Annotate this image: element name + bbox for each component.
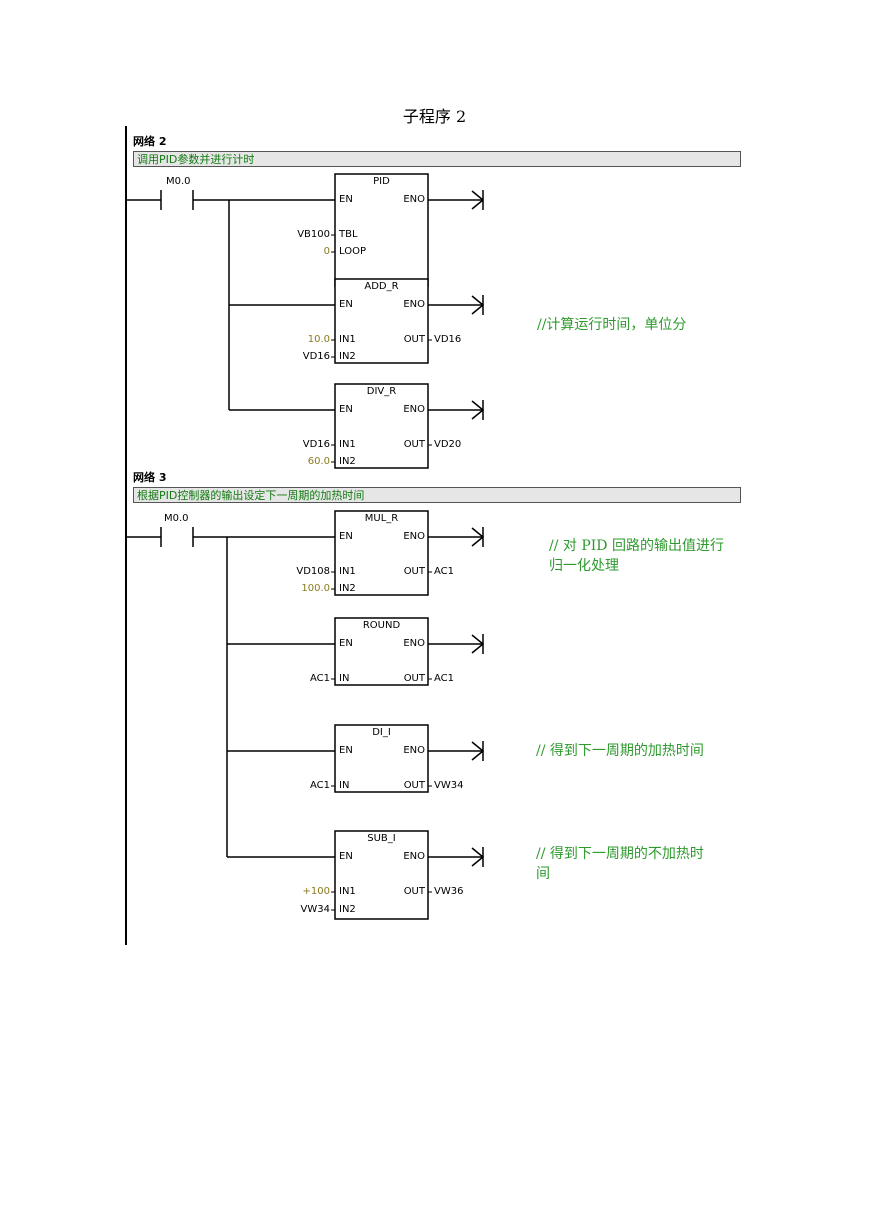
input-value-div-r-in2: 60.0 — [307, 456, 330, 467]
output-value-div-r: VD20 — [434, 439, 462, 450]
eno-pin-div-r: ENO — [403, 404, 425, 415]
output-value-round: AC1 — [434, 673, 455, 684]
network-comment-text-3: 根据PID控制器的输出设定下一周期的加热时间 — [137, 489, 365, 502]
eno-arrow-icon-sub-i — [471, 847, 485, 867]
block-name-add-r: ADD_R — [364, 281, 399, 292]
input-value-mul-r-in1: VD108 — [296, 566, 330, 577]
output-pin-mul-r: OUT — [403, 566, 425, 577]
input-value-di-i-in: AC1 — [309, 780, 330, 791]
network-comment-2[interactable]: 调用PID参数并进行计时 — [133, 151, 741, 167]
input-value-sub-i-in2: VW34 — [300, 904, 330, 915]
network-comment-text-2: 调用PID参数并进行计时 — [137, 153, 255, 166]
block-name-mul-r: MUL_R — [364, 513, 399, 524]
network-comment-3[interactable]: 根据PID控制器的输出设定下一周期的加热时间 — [133, 487, 741, 503]
en-pin-div-r: EN — [339, 404, 353, 415]
input-value-add-r-in2: VD16 — [302, 351, 330, 362]
input-value-sub-i-in1: +100 — [302, 886, 330, 897]
output-value-mul-r: AC1 — [434, 566, 455, 577]
output-value-add-r: VD16 — [434, 334, 462, 345]
input-pin-mul-r-in1: IN1 — [339, 566, 356, 577]
block-div-r[interactable] — [334, 383, 429, 469]
eno-arrow-icon-add-r — [471, 295, 485, 315]
note-add-r: //计算运行时间，单位分 — [537, 317, 687, 333]
note-mul-r: // 对 PID 回路的输出值进行归一化处理 — [549, 538, 724, 574]
note-di-i: // 得到下一周期的加热时间 — [536, 743, 704, 759]
block-name-sub-i: SUB_I — [367, 833, 396, 844]
note-sub-i: // 得到下一周期的不加热时间 — [536, 846, 704, 882]
eno-arrow-icon-round — [471, 634, 485, 654]
en-pin-round: EN — [339, 638, 353, 649]
eno-arrow-icon-pid — [471, 190, 485, 210]
block-round[interactable] — [334, 617, 429, 686]
eno-arrow-icon-mul-r — [471, 527, 485, 547]
input-pin-di-i-in: IN — [339, 780, 350, 791]
block-sub-i[interactable] — [334, 830, 429, 920]
input-value-div-r-in1: VD16 — [302, 439, 330, 450]
eno-pin-pid: ENO — [403, 194, 425, 205]
input-pin-add-r-in1: IN1 — [339, 334, 356, 345]
eno-pin-round: ENO — [403, 638, 425, 649]
input-value-pid-tbl: VB100 — [297, 229, 330, 240]
input-value-add-r-in1: 10.0 — [307, 334, 330, 345]
eno-arrow-icon-div-r — [471, 400, 485, 420]
output-pin-add-r: OUT — [403, 334, 425, 345]
page-title: 子程序 2 — [402, 107, 467, 126]
contact-address-n3: M0.0 — [164, 513, 189, 524]
eno-pin-mul-r: ENO — [403, 531, 425, 542]
eno-pin-sub-i: ENO — [403, 851, 425, 862]
block-name-div-r: DIV_R — [366, 386, 397, 397]
en-pin-add-r: EN — [339, 299, 353, 310]
block-name-di-i: DI_I — [372, 727, 391, 738]
input-pin-sub-i-in1: IN1 — [339, 886, 356, 897]
output-pin-round: OUT — [403, 673, 425, 684]
input-pin-add-r-in2: IN2 — [339, 351, 356, 362]
contact-address-n2: M0.0 — [166, 176, 191, 187]
input-pin-round-in: IN — [339, 673, 350, 684]
output-pin-sub-i: OUT — [403, 886, 425, 897]
block-name-round: ROUND — [362, 620, 401, 631]
network-label-3: 网络 3 — [133, 471, 167, 484]
input-pin-div-r-in1: IN1 — [339, 439, 356, 450]
input-pin-mul-r-in2: IN2 — [339, 583, 356, 594]
eno-arrow-icon-di-i — [471, 741, 485, 761]
en-pin-mul-r: EN — [339, 531, 353, 542]
input-pin-pid-tbl: TBL — [339, 229, 358, 240]
block-name-pid: PID — [373, 176, 390, 187]
output-value-di-i: VW34 — [434, 780, 464, 791]
input-value-round-in: AC1 — [309, 673, 330, 684]
output-pin-div-r: OUT — [403, 439, 425, 450]
output-pin-di-i: OUT — [403, 780, 425, 791]
network-label-2: 网络 2 — [133, 135, 167, 148]
en-pin-sub-i: EN — [339, 851, 353, 862]
block-mul-r[interactable] — [334, 510, 429, 596]
block-add-r[interactable] — [334, 278, 429, 364]
input-pin-pid-loop: LOOP — [339, 246, 366, 257]
en-pin-pid: EN — [339, 194, 353, 205]
input-value-mul-r-in2: 100.0 — [301, 583, 330, 594]
output-value-sub-i: VW36 — [434, 886, 464, 897]
block-di-i[interactable] — [334, 724, 429, 793]
input-value-pid-loop: 0 — [323, 246, 330, 257]
en-pin-di-i: EN — [339, 745, 353, 756]
input-pin-div-r-in2: IN2 — [339, 456, 356, 467]
input-pin-sub-i-in2: IN2 — [339, 904, 356, 915]
eno-pin-add-r: ENO — [403, 299, 425, 310]
eno-pin-di-i: ENO — [403, 745, 425, 756]
